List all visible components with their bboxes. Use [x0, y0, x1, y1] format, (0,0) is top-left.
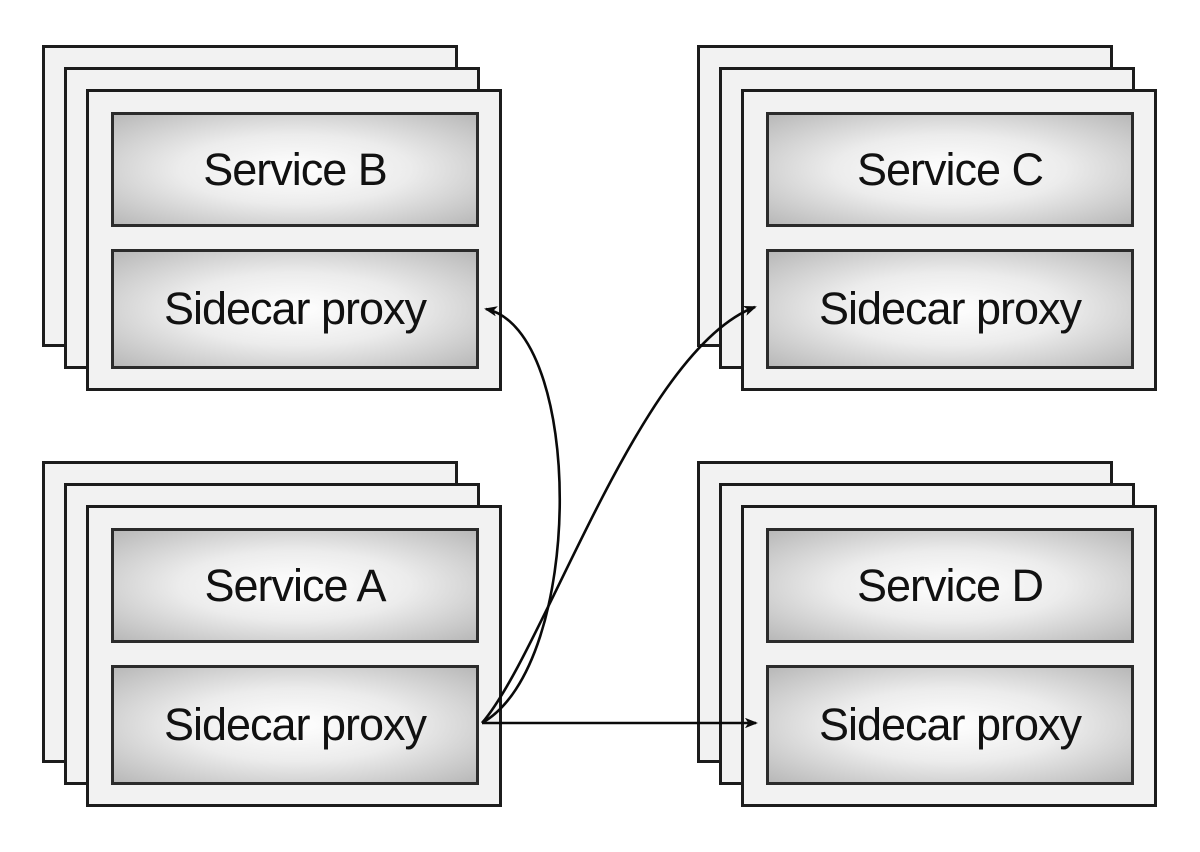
service-c-pod-card: Service C Sidecar proxy — [741, 89, 1157, 391]
service-a-group: Service A Sidecar proxy — [42, 461, 502, 807]
service-a-pod-card: Service A Sidecar proxy — [86, 505, 502, 807]
service-a-label: Service A — [204, 559, 386, 611]
service-c-sidecar-proxy-label: Sidecar proxy — [818, 283, 1082, 334]
service-a-box: Service A — [111, 528, 479, 643]
service-b-group: Service B Sidecar proxy — [42, 45, 502, 391]
service-d-label: Service D — [856, 559, 1044, 611]
service-d-sidecar-proxy-label: Sidecar proxy — [818, 699, 1082, 750]
service-c-label: Service C — [856, 143, 1044, 195]
service-b-sidecar-proxy-label: Sidecar proxy — [163, 283, 427, 334]
service-d-box: Service D — [766, 528, 1134, 643]
service-c-group: Service C Sidecar proxy — [697, 45, 1157, 391]
service-d-pod-card: Service D Sidecar proxy — [741, 505, 1157, 807]
service-c-sidecar-proxy-box: Sidecar proxy — [766, 249, 1134, 369]
service-d-sidecar-proxy-box: Sidecar proxy — [766, 665, 1134, 785]
service-b-sidecar-proxy-box: Sidecar proxy — [111, 249, 479, 369]
service-b-label: Service B — [203, 143, 388, 195]
service-b-pod-card: Service B Sidecar proxy — [86, 89, 502, 391]
service-c-box: Service C — [766, 112, 1134, 227]
service-d-group: Service D Sidecar proxy — [697, 461, 1157, 807]
service-b-box: Service B — [111, 112, 479, 227]
service-a-sidecar-proxy-box: Sidecar proxy — [111, 665, 479, 785]
service-a-sidecar-proxy-label: Sidecar proxy — [163, 699, 427, 750]
